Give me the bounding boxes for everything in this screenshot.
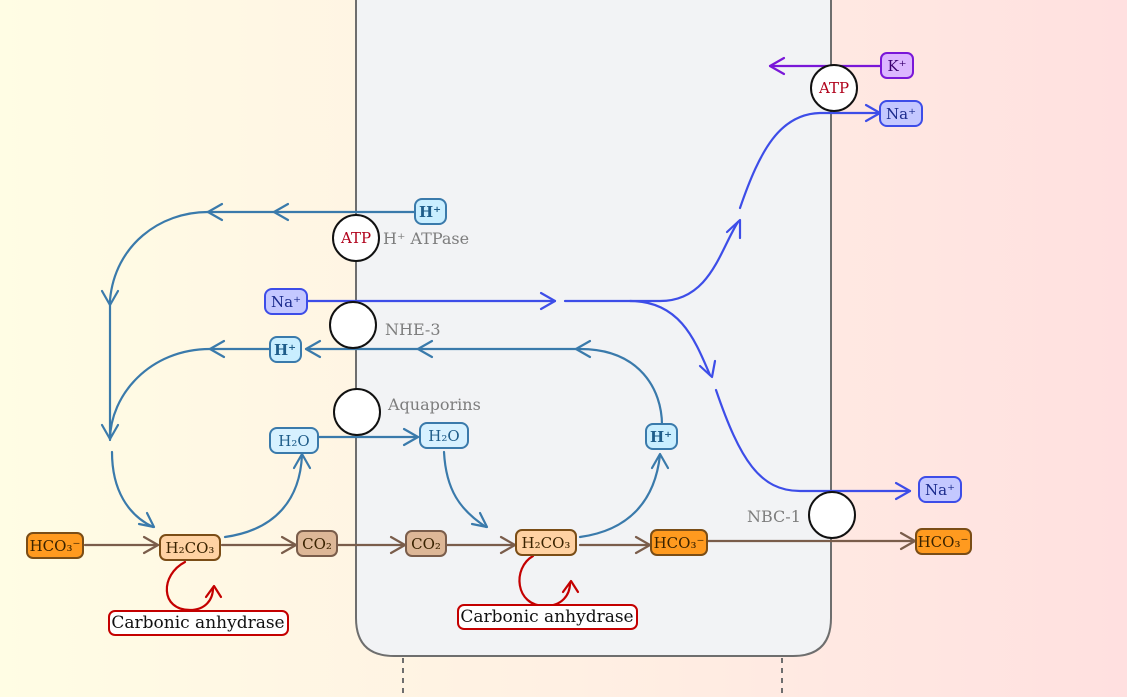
sodium-split-up [563,220,740,303]
hco3-lumen: HCO₃⁻ [26,532,84,559]
aquaporin-channel [333,388,381,436]
svg-text:CO₂: CO₂ [411,535,441,553]
h2co3-cell: H₂CO₃ [515,529,577,556]
svg-text:H₂O: H₂O [428,427,459,445]
ion-na-top: Na⁺ [879,100,923,127]
sodium-to-atpase [738,111,882,210]
carbonic-anhydrase-lumen: Carbonic anhydrase [108,610,289,636]
nhe3-transporter [329,301,377,349]
atp-label-basolateral: ATP [818,79,849,97]
ion-k: K⁺ [880,52,914,79]
hco3-cell: HCO₃⁻ [650,529,708,556]
h2o-cell: H₂O [419,422,469,449]
h-atpase-transporter [332,214,380,262]
svg-text:Carbonic anhydrase: Carbonic anhydrase [460,607,633,627]
svg-text:Na⁺: Na⁺ [886,105,916,123]
svg-text:HCO₃⁻: HCO₃⁻ [918,533,969,551]
svg-text:H₂O: H₂O [278,432,309,450]
sodium-to-nbc1 [714,388,912,493]
na-k-atpase-transporter [810,64,858,112]
ion-h-cell: H⁺ [645,423,678,450]
ion-na-right: Na⁺ [918,476,962,503]
svg-text:H⁺: H⁺ [274,341,296,359]
carbonic-anhydrase-cell: Carbonic anhydrase [457,604,638,630]
caption-nbc1: NBC-1 [747,507,801,526]
h2co3-to-h-cell [578,453,662,539]
ion-na-left: Na⁺ [264,288,308,315]
caption-nhe3: NHE-3 [385,320,441,339]
svg-text:HCO₃⁻: HCO₃⁻ [654,534,705,552]
svg-text:K⁺: K⁺ [887,57,906,75]
caption-h-atpase: H⁺ ATPase [383,229,469,248]
svg-text:H⁺: H⁺ [419,203,441,221]
atp-label-apical: ATP [340,229,371,247]
nhe3-proton-flow [304,347,664,427]
epithelial-cell [355,0,832,657]
h-lumen-curve [108,347,212,442]
h-to-h2co3-lumen [110,450,155,529]
h-secreted-curve [108,210,210,437]
cell-junction-dashed [402,658,783,697]
svg-text:H₂CO₃: H₂CO₃ [166,539,215,557]
sodium-split-down [628,299,712,377]
co2-lumen: CO₂ [296,530,338,557]
co2-cell: CO₂ [405,530,447,557]
svg-text:Na⁺: Na⁺ [925,481,955,499]
svg-text:H₂CO₃: H₂CO₃ [522,534,571,552]
svg-text:CO₂: CO₂ [302,535,332,553]
nbc1-transporter [808,491,856,539]
sodium-arrows [304,103,912,501]
ion-h-top: H⁺ [414,198,447,225]
svg-text:Carbonic anhydrase: Carbonic anhydrase [111,613,284,633]
caption-aquaporins: Aquaporins [387,395,481,414]
ion-h-left: H⁺ [269,336,302,363]
h2co3-lumen: H₂CO₃ [159,534,221,561]
svg-text:HCO₃⁻: HCO₃⁻ [30,537,81,555]
svg-text:Na⁺: Na⁺ [271,293,301,311]
h2co3-to-h2o-lumen [223,453,304,539]
h2o-to-h2co3-cell [442,450,488,529]
h2o-lumen: H₂O [269,427,319,454]
hco3-blood: HCO₃⁻ [915,528,972,555]
svg-text:H⁺: H⁺ [650,428,672,446]
